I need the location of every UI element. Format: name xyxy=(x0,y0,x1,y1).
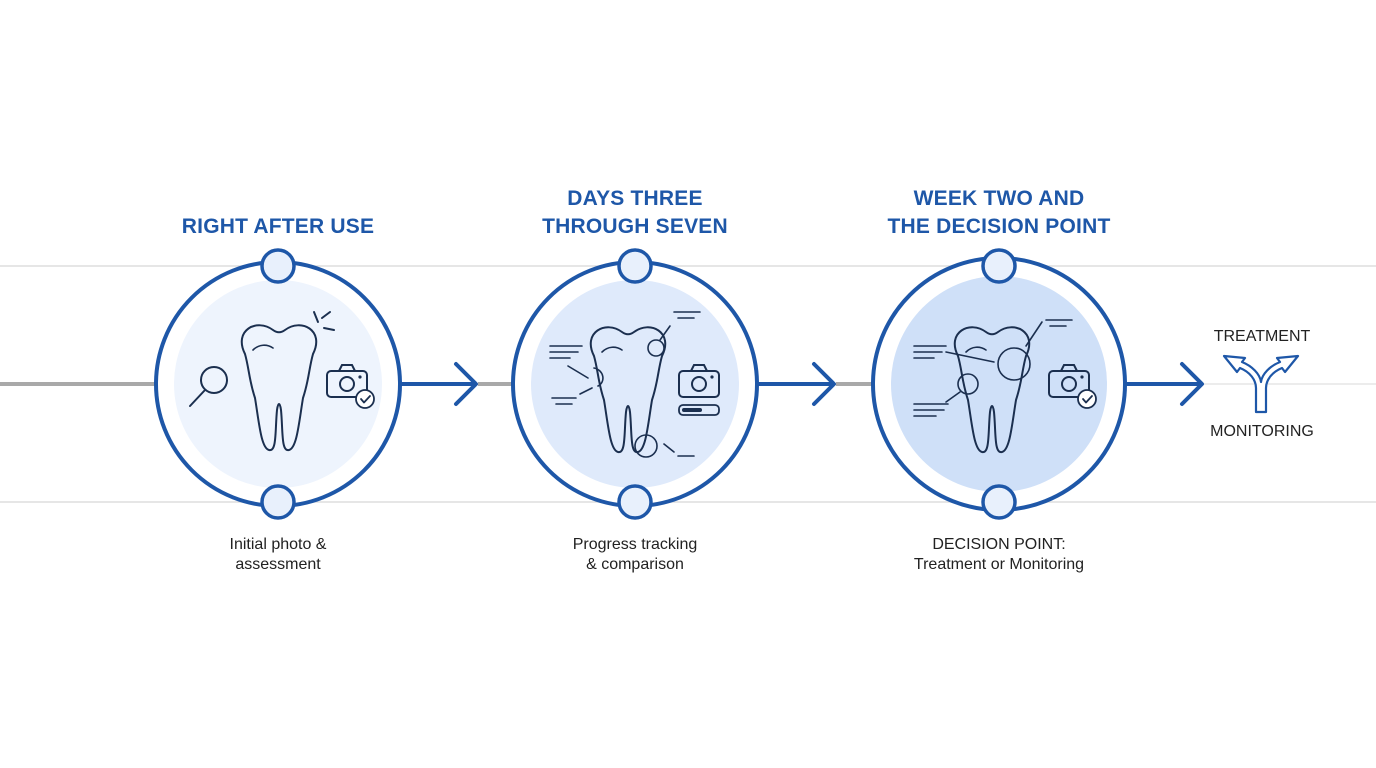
magnifier-icon xyxy=(189,366,228,407)
stage-caption-3-line-2: Treatment or Monitoring xyxy=(913,556,1085,573)
stage-caption-2: Progress tracking & comparison xyxy=(485,535,785,575)
check-icon xyxy=(355,389,375,409)
annotation-arrows-icon xyxy=(913,319,1073,417)
node-top-1 xyxy=(260,248,296,284)
stage-title-1-line-1: RIGHT AFTER USE xyxy=(181,215,375,238)
connector-arrow-2 xyxy=(756,362,836,406)
node-top-2 xyxy=(617,248,653,284)
split-arrow-icon xyxy=(1222,354,1300,414)
stage-title-3-line-1: WEEK TWO AND xyxy=(913,187,1085,210)
stage-circle-right-after-use xyxy=(154,248,402,520)
connector-arrow-3 xyxy=(1124,362,1204,406)
stage-title-2: DAYS THREE THROUGH SEVEN xyxy=(485,185,785,241)
node-bottom-1 xyxy=(260,484,296,520)
stage-caption-3-line-1: DECISION POINT: xyxy=(932,536,1066,553)
stage-caption-1-line-2: assessment xyxy=(235,556,321,573)
stage-caption-1: Initial photo & assessment xyxy=(128,535,428,575)
check-icon xyxy=(1077,389,1097,409)
stage-title-2-line-2: THROUGH SEVEN xyxy=(542,215,728,238)
stage-title-3-line-2: THE DECISION POINT xyxy=(887,215,1111,238)
stage-caption-2-line-1: Progress tracking xyxy=(572,536,698,553)
annotation-arrows-icon xyxy=(549,311,701,458)
stage-circle-days-three-seven xyxy=(511,248,759,520)
stage-caption-3: DECISION POINT: Treatment or Monitoring xyxy=(849,535,1149,575)
node-bottom-3 xyxy=(981,484,1017,520)
connector-arrow-1 xyxy=(398,362,478,406)
stage-circle-week-two xyxy=(871,248,1127,520)
outcome-label-monitoring: MONITORING xyxy=(1210,423,1314,440)
stage-title-3: WEEK TWO AND THE DECISION POINT xyxy=(849,185,1149,241)
stage-caption-2-line-2: & comparison xyxy=(586,556,684,573)
stage-caption-1-line-1: Initial photo & xyxy=(229,536,327,553)
node-bottom-2 xyxy=(617,484,653,520)
sparkle-icon xyxy=(313,311,335,331)
node-top-3 xyxy=(981,248,1017,284)
stage-title-1: RIGHT AFTER USE xyxy=(128,213,428,241)
stage-title-2-line-1: DAYS THREE xyxy=(567,187,703,210)
progress-bar-icon xyxy=(678,404,720,416)
outcome-label-treatment: TREATMENT xyxy=(1213,328,1311,345)
